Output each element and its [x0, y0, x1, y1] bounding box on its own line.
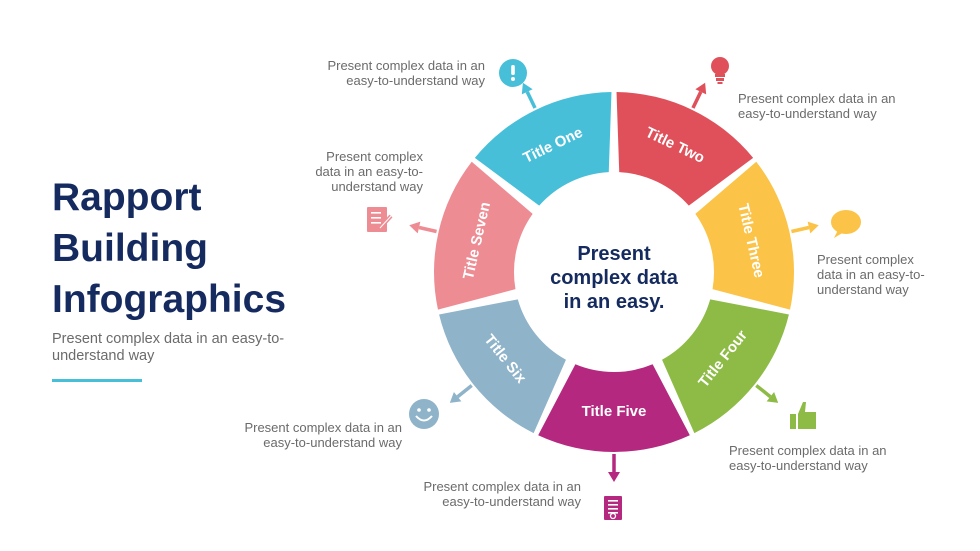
segment-6 [439, 299, 566, 434]
callout-line: Present complex data in an [738, 91, 896, 106]
callout-line: easy-to-understand way [729, 458, 868, 473]
segment-2 [616, 92, 754, 206]
notepad-pencil-icon [367, 207, 393, 232]
callout-line: easy-to-understand way [442, 494, 581, 509]
callout-line: Present complex data in an [423, 479, 581, 494]
title-line: Building [52, 227, 208, 270]
segment-label: Title Five [582, 403, 647, 420]
segment-3 [695, 161, 795, 310]
arrow-shaft [418, 225, 437, 234]
callout-three: Present complex data in an easy-to- unde… [817, 252, 925, 297]
callout-four: Present complex data in an easy-to-under… [729, 443, 887, 473]
arrow-shaft [755, 384, 772, 399]
callout-line: understand way [331, 179, 423, 194]
callout-one: Present complex data in an easy-to-under… [327, 58, 485, 88]
accent-divider [52, 379, 142, 382]
callout-line: Present complex data in an [729, 443, 887, 458]
callout-line: Present complex data in an [327, 58, 485, 73]
arrow-head [766, 392, 779, 403]
callout-line: Present complex [817, 252, 914, 267]
arrow-head [807, 221, 819, 234]
segment-4 [662, 299, 789, 434]
title-line: Rapport [52, 176, 202, 219]
callout-line: data in an easy-to- [817, 267, 925, 282]
callout-seven: Present complex data in an easy-to- unde… [315, 149, 423, 194]
arrow-head [409, 221, 421, 234]
title-line: Infographics [52, 278, 287, 321]
center-line: Present [577, 243, 651, 265]
arrow-shaft [791, 225, 810, 234]
segment-5 [538, 364, 690, 452]
arrow-shaft [525, 91, 537, 109]
callout-line: data in an easy-to- [315, 164, 423, 179]
speech-bubble-icon [831, 210, 861, 238]
certificate-icon [604, 496, 622, 520]
slide-subtitle: Present complex data in an easy-to-under… [52, 331, 285, 364]
callout-line: easy-to-understand way [346, 73, 485, 88]
center-line: in an easy. [563, 291, 665, 313]
callout-line: Present complex data in an [244, 420, 402, 435]
callout-two: Present complex data in an easy-to-under… [738, 91, 896, 121]
arrow-shaft [456, 384, 473, 399]
arrow-shaft [691, 91, 703, 109]
segment-7 [434, 161, 533, 310]
callout-six: Present complex data in an easy-to-under… [244, 420, 402, 450]
callout-five: Present complex data in an easy-to-under… [423, 479, 581, 509]
callout-line: easy-to-understand way [738, 106, 877, 121]
exclamation-icon [499, 59, 527, 87]
arrow-head [449, 392, 462, 403]
center-line: complex data [550, 267, 678, 289]
slide-title: Rapport Building Infographics [52, 172, 352, 325]
thumbs-up-icon [790, 402, 816, 429]
lightbulb-icon [711, 57, 729, 84]
center-text: Present complex data in an easy. [514, 242, 714, 314]
smiley-icon [409, 399, 439, 429]
arrow-head [521, 82, 533, 95]
callout-line: easy-to-understand way [263, 435, 402, 450]
arrow-head [695, 82, 707, 95]
segment-1 [474, 92, 612, 206]
callout-line: understand way [817, 282, 909, 297]
callout-line: Present complex [326, 149, 423, 164]
arrow-head [608, 472, 620, 482]
